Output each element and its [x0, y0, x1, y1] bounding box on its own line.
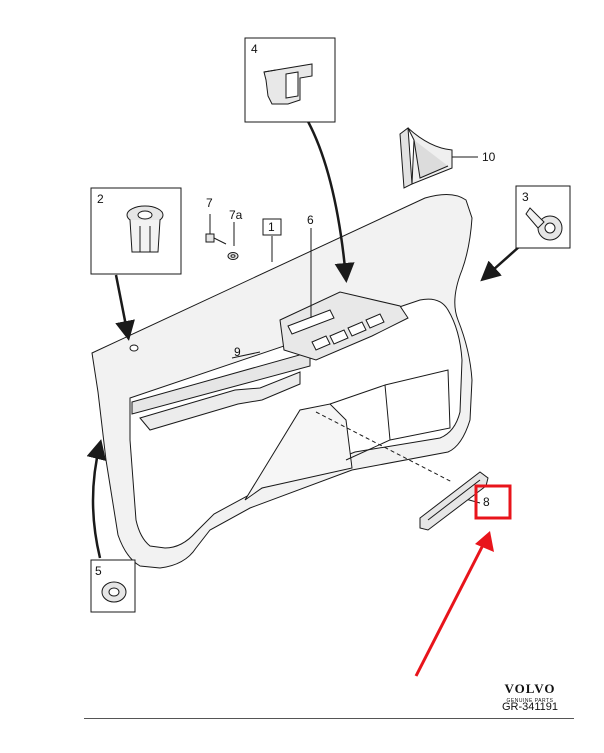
part-7a-washer: [227, 252, 239, 260]
door-trim-panel: [91, 194, 473, 569]
callout-4: 4: [251, 42, 258, 56]
part-5-grommet: [90, 559, 136, 613]
volvo-logo: VOLVO GENUINE PARTS: [490, 681, 570, 704]
bottom-rule: [84, 718, 574, 719]
part-3-push-clip: [515, 185, 571, 249]
part-8-trim-strip: [419, 471, 489, 531]
highlight-box: [474, 484, 512, 520]
label-box-1: [262, 218, 282, 236]
part-2-clip: [90, 187, 182, 275]
callout-7: 7: [206, 196, 213, 210]
callout-8: 8: [483, 495, 490, 509]
callout-3: 3: [522, 190, 529, 204]
callout-2: 2: [97, 192, 104, 206]
brand-name: VOLVO: [504, 681, 556, 696]
callout-5: 5: [95, 564, 102, 578]
highlight-arrow: [414, 531, 494, 677]
callout-6: 6: [307, 213, 314, 227]
callout-10: 10: [482, 150, 496, 164]
callout-1: 1: [268, 220, 275, 234]
switch-panel: [279, 291, 409, 361]
reference-number: GR-341191: [501, 701, 559, 713]
callout-9: 9: [234, 345, 241, 359]
part-10-cover: [399, 127, 453, 189]
part-4-bracket: [244, 37, 336, 123]
leader-lines: [209, 156, 481, 504]
part-7-screw: [205, 233, 227, 245]
callout-7a: 7a: [229, 208, 243, 222]
locator-arrows: [86, 115, 521, 559]
brand-subtext: GENUINE PARTS: [506, 698, 554, 704]
